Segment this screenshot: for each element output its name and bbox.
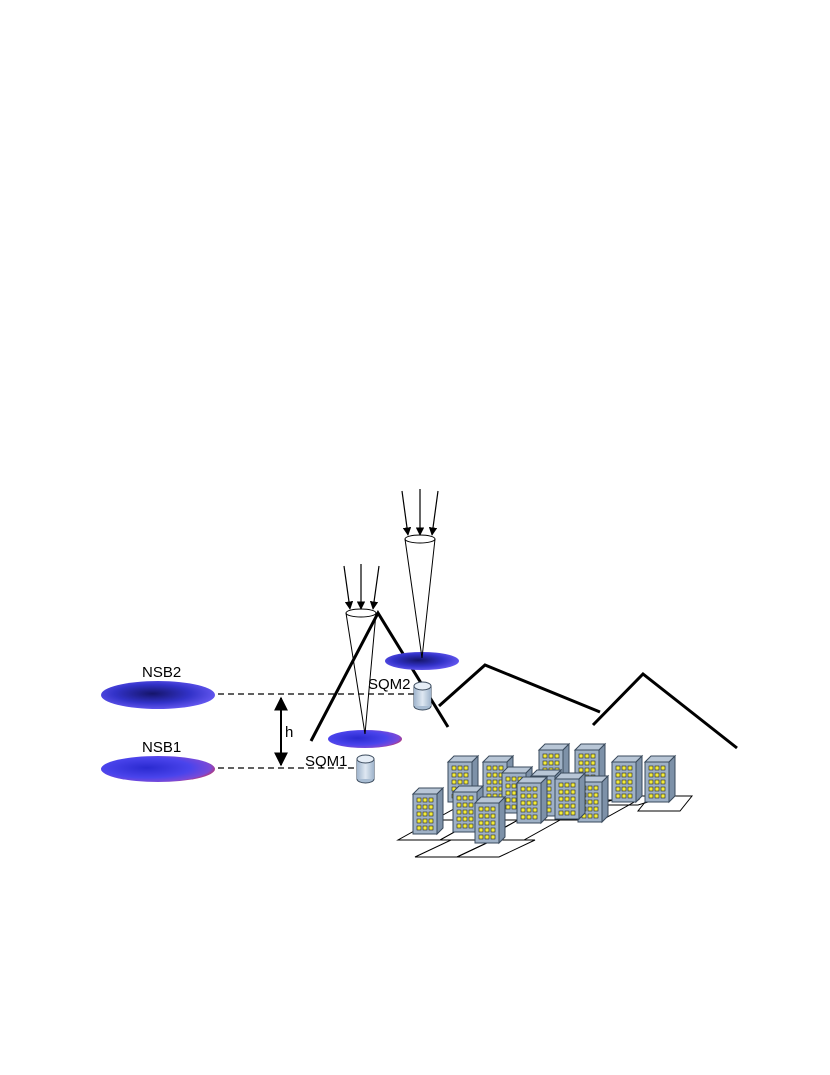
- building-icon: [554, 772, 586, 820]
- cylinder-sensor-icon: [356, 754, 375, 784]
- building-icon: [516, 776, 548, 824]
- sqm1-light-rays: [343, 564, 380, 610]
- sqm2-sky-ellipse: [385, 652, 459, 670]
- arrow-down-icon: [428, 490, 439, 536]
- building-icon: [412, 787, 444, 835]
- sqm2-light-rays: [401, 489, 439, 536]
- arrow-down-icon: [401, 490, 412, 536]
- arrow-down-icon: [343, 565, 354, 610]
- building-icon: [611, 755, 643, 803]
- sqm1-label: SQM1: [305, 753, 348, 770]
- sqm2-view-cone: [404, 534, 436, 659]
- height-label: h: [285, 724, 293, 741]
- nsb2-label: NSB2: [142, 664, 181, 681]
- nsb1-sky-ellipse: [101, 756, 215, 782]
- city-buildings: [412, 743, 676, 844]
- nsb2-sky-ellipse: [101, 681, 215, 709]
- sqm2-label: SQM2: [368, 676, 411, 693]
- nsb1-label: NSB1: [142, 739, 181, 756]
- arrow-down-icon: [369, 565, 380, 610]
- building-icon: [644, 755, 676, 803]
- sqm1-sky-ellipse: [328, 730, 402, 748]
- cylinder-sensor-icon: [413, 681, 432, 711]
- building-icon: [474, 796, 506, 844]
